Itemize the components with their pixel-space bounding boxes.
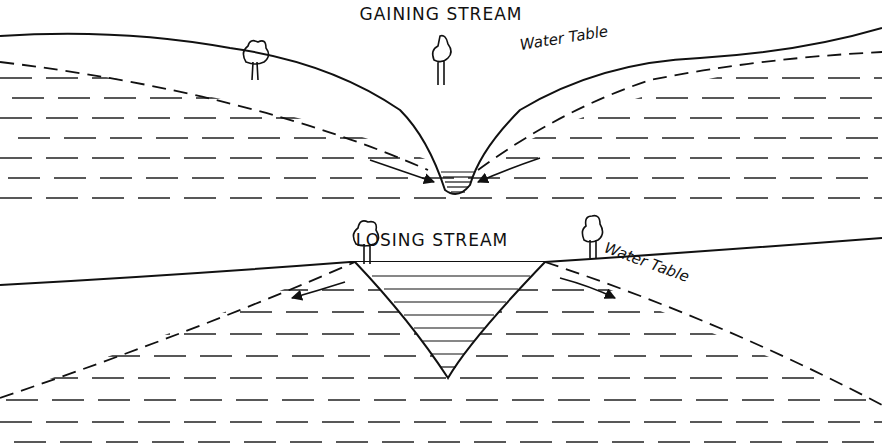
water-table-label: Water Table <box>519 22 610 54</box>
water-table-line <box>545 262 882 405</box>
water-table-line <box>0 262 355 398</box>
water-table-label: Water Table <box>602 239 692 286</box>
water-table-line <box>478 52 882 170</box>
stream-channel <box>355 262 545 378</box>
tree-symbol <box>243 36 451 85</box>
flow-arrow <box>370 160 434 182</box>
flow-arrow <box>560 278 615 298</box>
ground-surface <box>0 28 882 194</box>
stream-water <box>372 276 530 367</box>
water-table-line <box>0 62 428 170</box>
tree-symbol <box>353 216 602 264</box>
stream-water <box>441 172 474 192</box>
flow-arrow <box>292 282 345 298</box>
panel-heading: LOSING STREAM <box>356 230 508 250</box>
panel-heading: GAINING STREAM <box>360 4 523 24</box>
flow-arrow <box>478 158 540 182</box>
